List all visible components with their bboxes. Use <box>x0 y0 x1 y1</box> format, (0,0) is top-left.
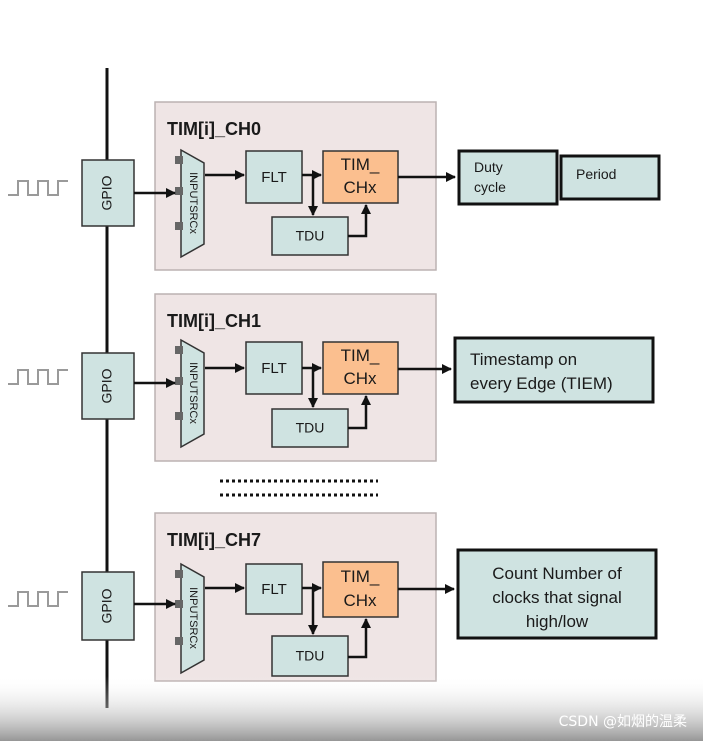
output-duty-cycle <box>457 149 559 206</box>
timch-label-line1: TIM_ <box>341 346 380 365</box>
output-period <box>559 154 661 201</box>
gpio-label: GPIO <box>99 175 115 210</box>
mux-port <box>175 570 183 578</box>
mux-port <box>175 187 183 195</box>
output-count-line3: high/low <box>526 612 589 631</box>
tdu-label: TDU <box>296 648 325 664</box>
gpio-label: GPIO <box>99 368 115 403</box>
timch-label-line2: CHx <box>343 178 377 197</box>
channel-0: GPIO TIM[i]_CH0 INPUTSRCx FLT TIM_ CHx T… <box>8 101 661 271</box>
square-wave-icon <box>8 369 68 385</box>
tdu-block <box>271 216 349 256</box>
channel-title: TIM[i]_CH7 <box>167 530 261 550</box>
flt-block <box>245 563 303 615</box>
inputsrc-mux <box>180 148 205 259</box>
output-duty-line1: Duty <box>474 159 503 175</box>
arrow-tdu-to-timch <box>348 204 371 238</box>
arrow-tdu-to-timch <box>348 618 371 659</box>
timch-block <box>322 561 399 618</box>
inputsrc-label: INPUTSRCx <box>187 362 199 424</box>
watermark: CSDN @如烟的温柔 <box>558 714 687 730</box>
tdu-block <box>271 635 349 677</box>
output-count-clocks <box>456 548 658 640</box>
output-timestamp-line2: every Edge (TIEM) <box>470 374 613 393</box>
gpio-block <box>81 571 135 641</box>
output-count-line2: clocks that signal <box>492 588 621 607</box>
flt-label: FLT <box>261 581 287 598</box>
ellipsis-separator <box>220 479 378 497</box>
flt-label: FLT <box>261 169 287 186</box>
mux-port <box>175 637 183 645</box>
flt-block <box>245 150 303 204</box>
output-timestamp <box>453 336 655 404</box>
mux-port <box>175 600 183 608</box>
channel-title: TIM[i]_CH1 <box>167 311 261 331</box>
gpio-label: GPIO <box>99 588 115 623</box>
tdu-label: TDU <box>296 420 325 436</box>
timch-label-line2: CHx <box>343 369 377 388</box>
tdu-label: TDU <box>296 228 325 244</box>
inputsrc-mux <box>180 338 205 449</box>
inputsrc-mux <box>180 562 205 675</box>
channel-7: GPIO TIM[i]_CH7 INPUTSRCx FLT TIM_ CHx T… <box>8 512 658 682</box>
square-wave-icon <box>8 180 68 196</box>
output-timestamp-line1: Timestamp on <box>470 350 577 369</box>
timch-label-line1: TIM_ <box>341 567 380 586</box>
mux-port <box>175 222 183 230</box>
channel-title: TIM[i]_CH0 <box>167 119 261 139</box>
timch-block <box>322 150 399 204</box>
mux-port <box>175 156 183 164</box>
inputsrc-label: INPUTSRCx <box>187 172 199 234</box>
flt-block <box>245 341 303 395</box>
channel-1: GPIO TIM[i]_CH1 INPUTSRCx FLT TIM_ CHx T… <box>8 293 655 462</box>
timch-label-line1: TIM_ <box>341 155 380 174</box>
inputsrc-label: INPUTSRCx <box>187 587 199 649</box>
output-duty-line2: cycle <box>474 179 506 195</box>
mux-port <box>175 412 183 420</box>
gpio-block <box>81 352 135 420</box>
flt-label: FLT <box>261 360 287 377</box>
mux-port <box>175 377 183 385</box>
timch-label-line2: CHx <box>343 591 377 610</box>
output-period-label: Period <box>576 166 616 182</box>
square-wave-icon <box>8 591 68 607</box>
output-count-line1: Count Number of <box>492 564 622 583</box>
arrow-tdu-to-timch <box>348 395 371 430</box>
timch-block <box>322 341 399 395</box>
tdu-block <box>271 408 349 448</box>
bottom-shadow-strip <box>0 676 703 741</box>
mux-port <box>175 346 183 354</box>
